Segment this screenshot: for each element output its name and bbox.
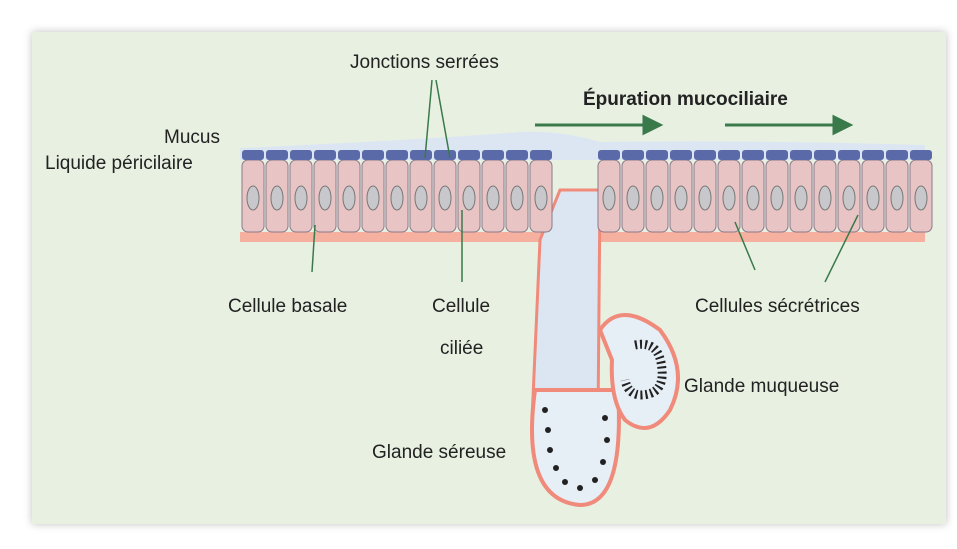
label-cellule-ciliee-2: ciliée: [440, 338, 483, 359]
cilia-cap: [290, 150, 312, 160]
cell-nucleus: [843, 186, 855, 210]
cilia-cap: [242, 150, 264, 160]
cell-nucleus: [891, 186, 903, 210]
cilia-cap: [670, 150, 692, 160]
cilia-cap: [718, 150, 740, 160]
cilia-cap: [862, 150, 884, 160]
cilia-cap: [838, 150, 860, 160]
cilia-cap: [458, 150, 480, 160]
cilia-cap: [386, 150, 408, 160]
label-cellules-secretrices: Cellules sécrétrices: [695, 296, 860, 317]
cilia-cap: [314, 150, 336, 160]
cilia-cap: [530, 150, 552, 160]
cilia-cap: [506, 150, 528, 160]
cell-nucleus: [439, 186, 451, 210]
cell-nucleus: [867, 186, 879, 210]
cell-nucleus: [319, 186, 331, 210]
cilia-cap: [482, 150, 504, 160]
cell-nucleus: [771, 186, 783, 210]
cell-nucleus: [675, 186, 687, 210]
cilia-cap: [598, 150, 620, 160]
label-glande-muqueuse: Glande muqueuse: [684, 376, 839, 397]
cell-nucleus: [295, 186, 307, 210]
cilia-cap: [410, 150, 432, 160]
cilia-cap: [766, 150, 788, 160]
cell-nucleus: [723, 186, 735, 210]
cell-nucleus: [463, 186, 475, 210]
cell-nucleus: [603, 186, 615, 210]
cell-nucleus: [915, 186, 927, 210]
cell-nucleus: [511, 186, 523, 210]
mucociliary-arrows: [535, 117, 850, 133]
label-epuration: Épuration mucociliaire: [583, 88, 788, 110]
cilia-cap: [694, 150, 716, 160]
cell-nucleus: [699, 186, 711, 210]
cell-nucleus: [343, 186, 355, 210]
cilia-cap: [622, 150, 644, 160]
cilia-cap: [646, 150, 668, 160]
label-cellule-ciliee-1: Cellule: [432, 296, 490, 317]
cell-nucleus: [247, 186, 259, 210]
cilia-cap: [362, 150, 384, 160]
cell-nucleus: [367, 186, 379, 210]
cell-nucleus: [271, 186, 283, 210]
cilia-cap: [434, 150, 456, 160]
cilia-cap: [886, 150, 908, 160]
label-jonctions: Jonctions serrées: [350, 52, 499, 73]
cilia-cap: [814, 150, 836, 160]
cilia-cap: [266, 150, 288, 160]
label-cellule-basale: Cellule basale: [228, 296, 347, 317]
cell-nucleus: [627, 186, 639, 210]
cilia-cap: [910, 150, 932, 160]
cilia-cap: [790, 150, 812, 160]
cell-nucleus: [391, 186, 403, 210]
cell-nucleus: [747, 186, 759, 210]
cell-nucleus: [415, 186, 427, 210]
label-glande-sereuse: Glande séreuse: [372, 442, 506, 463]
label-liquide: Liquide péricilaire: [45, 153, 193, 174]
cilia-cap: [338, 150, 360, 160]
cell-nucleus: [487, 186, 499, 210]
label-mucus: Mucus: [164, 127, 220, 148]
cell-nucleus: [535, 186, 547, 210]
cell-nucleus: [651, 186, 663, 210]
cell-nucleus: [795, 186, 807, 210]
cilia-cap: [742, 150, 764, 160]
cell-nucleus: [819, 186, 831, 210]
